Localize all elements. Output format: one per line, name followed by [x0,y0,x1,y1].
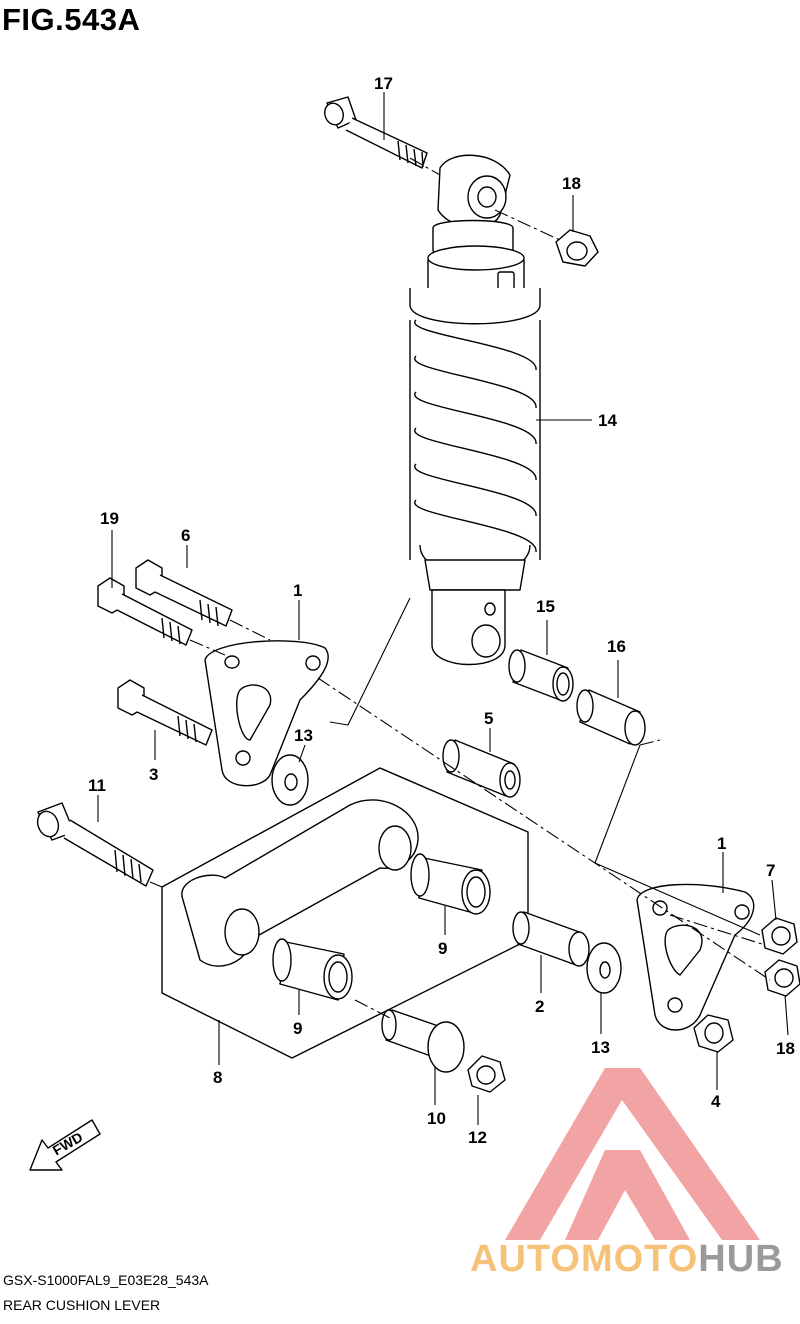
bolt-19 [97,577,193,646]
fwd-arrow-icon: FWD [29,1119,101,1171]
callout-18b: 18 [776,1039,795,1058]
callout-3: 3 [149,765,158,784]
bearing-9-lower [272,938,353,1001]
callouts: 17 18 14 19 6 1 15 16 5 13 3 11 1 7 9 2 … [88,74,795,1147]
callout-15: 15 [536,597,555,616]
leader-lines [97,92,789,1125]
callout-9a: 9 [438,939,447,958]
nut-4 [693,1014,734,1053]
nut-7 [761,917,798,955]
callout-16: 16 [607,637,626,656]
figure-name: REAR CUSHION LEVER [3,1297,161,1313]
callout-13a: 13 [294,726,313,745]
connector-lines [149,597,761,936]
assembly-axes [189,157,771,1019]
collar-16 [576,689,646,746]
callout-9b: 9 [293,1019,302,1038]
cushion-lever [181,799,419,967]
callout-18a: 18 [562,174,581,193]
collar-5 [442,739,521,798]
callout-17: 17 [374,74,393,93]
callout-13b: 13 [591,1038,610,1057]
bolt-3 [117,679,213,746]
watermark-part-1: AUTO [470,1238,581,1280]
washer-13-left [271,754,309,806]
callout-11: 11 [88,776,106,795]
callout-8: 8 [213,1068,222,1087]
bolt-6 [135,559,233,627]
nut-18-bottom [764,959,800,997]
callout-10: 10 [427,1109,446,1128]
watermark-part-2: MOTO [580,1238,699,1280]
collar-2 [512,911,590,967]
plate-1-right [636,883,755,1031]
callout-12: 12 [468,1128,487,1147]
callout-6: 6 [181,526,190,545]
callout-7: 7 [766,861,775,880]
nut-12 [467,1055,506,1093]
callout-1a: 1 [293,581,302,600]
figure-title: FIG.543A [2,2,141,37]
callout-19: 19 [100,509,119,528]
plate-1-left [204,640,329,787]
figure-code: GSX-S1000FAL9_E03E28_543A [3,1272,209,1288]
washer-13-right [586,942,622,994]
callout-14: 14 [598,411,617,430]
watermark-logo [505,1068,760,1240]
bearing-9-upper [410,853,491,915]
watermark-text: AUTOMOTOHUB [470,1238,784,1281]
collar-10 [381,1009,465,1073]
callout-4: 4 [711,1092,721,1111]
shock-absorber-14 [409,154,541,666]
bolt-17 [324,96,428,169]
nut-18-top [555,229,599,267]
callout-2: 2 [535,997,544,1016]
watermark-part-3: HUB [698,1238,784,1280]
collar-15 [508,649,574,702]
bolt-11 [36,802,154,887]
callout-5: 5 [484,709,493,728]
callout-1b: 1 [717,834,726,853]
